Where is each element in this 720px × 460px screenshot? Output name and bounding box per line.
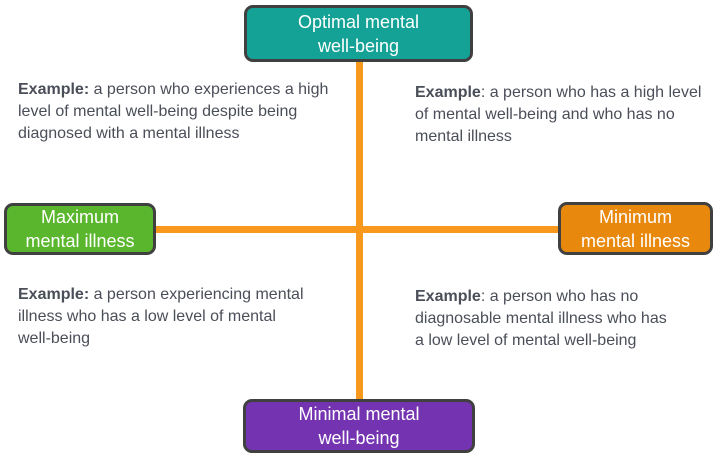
node-label-line: mental illness	[25, 231, 135, 251]
example-text-top-right: Example: a person who has a high level o…	[415, 82, 715, 148]
example-line: level of mental well-being despite being	[18, 103, 298, 120]
example-line: a low level of mental well-being	[415, 332, 637, 349]
example-line: diagnosable mental illness who has	[415, 310, 667, 327]
example-line: diagnosed with a mental illness	[18, 125, 240, 142]
example-prefix: Example:	[18, 286, 90, 303]
example-prefix: Example	[415, 288, 481, 305]
example-text-top-left: Example: a person who experiences a high…	[18, 79, 363, 145]
node-label-line: well-being	[318, 428, 400, 448]
example-line: Example: a person who has a high level	[415, 84, 702, 101]
node-minimum-mental-illness: Minimum mental illness	[558, 202, 713, 255]
example-prefix: Example:	[18, 81, 90, 98]
example-line: of mental well-being and who has no	[415, 106, 675, 123]
node-label-line: Optimal mental	[297, 11, 420, 32]
node-optimal-mental-wellbeing: Optimal mental well-being	[244, 5, 473, 62]
example-prefix: Example	[415, 84, 481, 101]
horizontal-axis-line	[150, 226, 565, 233]
example-line: Example: a person who has no	[415, 288, 639, 305]
example-text-bottom-left: Example: a person experiencing mental il…	[18, 284, 353, 350]
node-label-line: Minimal mental	[298, 404, 420, 424]
node-label-line: mental illness	[580, 230, 691, 251]
example-text-bottom-right: Example: a person who has no diagnosable…	[415, 286, 715, 352]
node-minimal-mental-wellbeing: Minimal mental well-being	[243, 399, 475, 453]
node-label-line: Minimum	[598, 206, 672, 227]
example-line: mental illness	[415, 128, 512, 145]
node-label-line: well-being	[317, 35, 400, 56]
node-maximum-mental-illness: Maximum mental illness	[4, 203, 156, 255]
node-label-line: Maximum	[40, 207, 119, 227]
example-line: well-being	[18, 330, 91, 347]
example-line: Example: a person experiencing mental	[18, 286, 304, 303]
example-line: illness who has a low level of mental	[18, 308, 276, 325]
example-line: Example: a person who experiences a high	[18, 81, 329, 98]
